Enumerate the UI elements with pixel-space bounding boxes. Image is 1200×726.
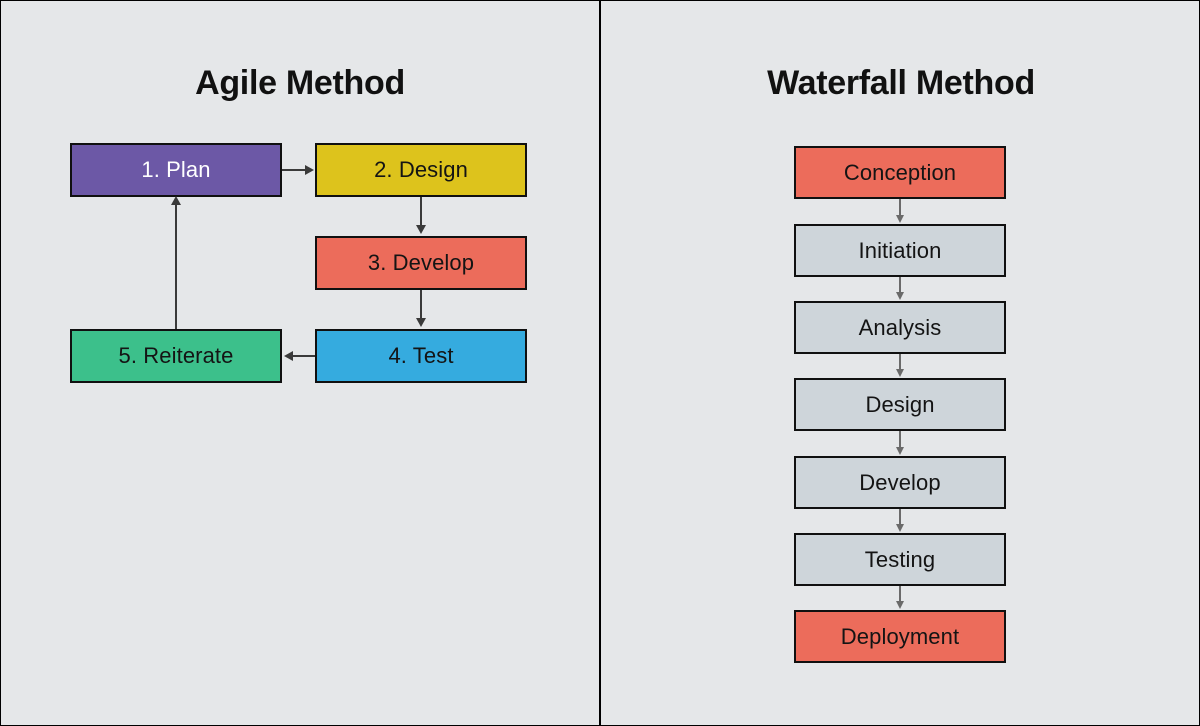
waterfall-node-analysis-label: Analysis (858, 314, 942, 340)
agile-edge-reiterate-to-plan-arrowhead (171, 196, 181, 205)
waterfall-node-design-label: Design (865, 391, 935, 417)
waterfall-edge-design-to-develop (899, 431, 901, 449)
waterfall-edge-testing-to-deployment (899, 586, 901, 603)
agile-edge-test-to-reiterate-arrowhead (284, 351, 293, 361)
agile-node-develop-label: 3. Develop (367, 250, 475, 275)
agile-edge-design-to-develop-arrowhead (416, 225, 426, 234)
agile-node-reiterate[interactable]: 5. Reiterate (70, 329, 282, 383)
agile-edge-develop-to-test (420, 290, 422, 320)
waterfall-node-initiation-label: Initiation (858, 237, 942, 263)
waterfall-edge-testing-to-deployment-arrowhead (896, 601, 904, 609)
agile-panel-title: Agile Method (195, 64, 405, 102)
waterfall-edge-develop-to-testing-arrowhead (896, 524, 904, 532)
waterfall-edge-design-to-develop-arrowhead (896, 447, 904, 455)
waterfall-edge-analysis-to-design-arrowhead (896, 369, 904, 377)
agile-edge-test-to-reiterate (293, 355, 315, 357)
agile-node-test-label: 4. Test (388, 343, 454, 368)
agile-edge-design-to-develop (420, 197, 422, 227)
agile-edge-plan-to-design (282, 169, 307, 171)
agile-node-design[interactable]: 2. Design (315, 143, 527, 197)
waterfall-edge-conception-to-initiation-arrowhead (896, 215, 904, 223)
agile-node-reiterate-label: 5. Reiterate (118, 343, 234, 368)
waterfall-node-design[interactable]: Design (794, 378, 1006, 431)
waterfall-node-conception[interactable]: Conception (794, 146, 1006, 199)
waterfall-node-conception-label: Conception (843, 159, 957, 185)
agile-node-test[interactable]: 4. Test (315, 329, 527, 383)
agile-edge-plan-to-design-arrowhead (305, 165, 314, 175)
panel-divider (599, 1, 601, 725)
waterfall-edge-initiation-to-analysis-arrowhead (896, 292, 904, 300)
agile-node-develop[interactable]: 3. Develop (315, 236, 527, 290)
agile-edge-develop-to-test-arrowhead (416, 318, 426, 327)
waterfall-node-testing-label: Testing (864, 546, 936, 572)
waterfall-edge-conception-to-initiation (899, 199, 901, 217)
agile-node-plan[interactable]: 1. Plan (70, 143, 282, 197)
waterfall-panel-title: Waterfall Method (767, 64, 1035, 102)
agile-edge-reiterate-to-plan (175, 204, 177, 329)
agile-node-plan-label: 1. Plan (141, 157, 211, 182)
waterfall-node-deployment-label: Deployment (840, 623, 960, 649)
waterfall-node-analysis[interactable]: Analysis (794, 301, 1006, 354)
waterfall-edge-initiation-to-analysis (899, 277, 901, 294)
waterfall-node-initiation[interactable]: Initiation (794, 224, 1006, 277)
agile-node-design-label: 2. Design (374, 157, 468, 182)
waterfall-node-develop-label: Develop (859, 469, 941, 495)
waterfall-edge-develop-to-testing (899, 509, 901, 526)
waterfall-node-testing[interactable]: Testing (794, 533, 1006, 586)
waterfall-node-develop[interactable]: Develop (794, 456, 1006, 509)
waterfall-node-deployment[interactable]: Deployment (794, 610, 1006, 663)
waterfall-edge-analysis-to-design (899, 354, 901, 371)
